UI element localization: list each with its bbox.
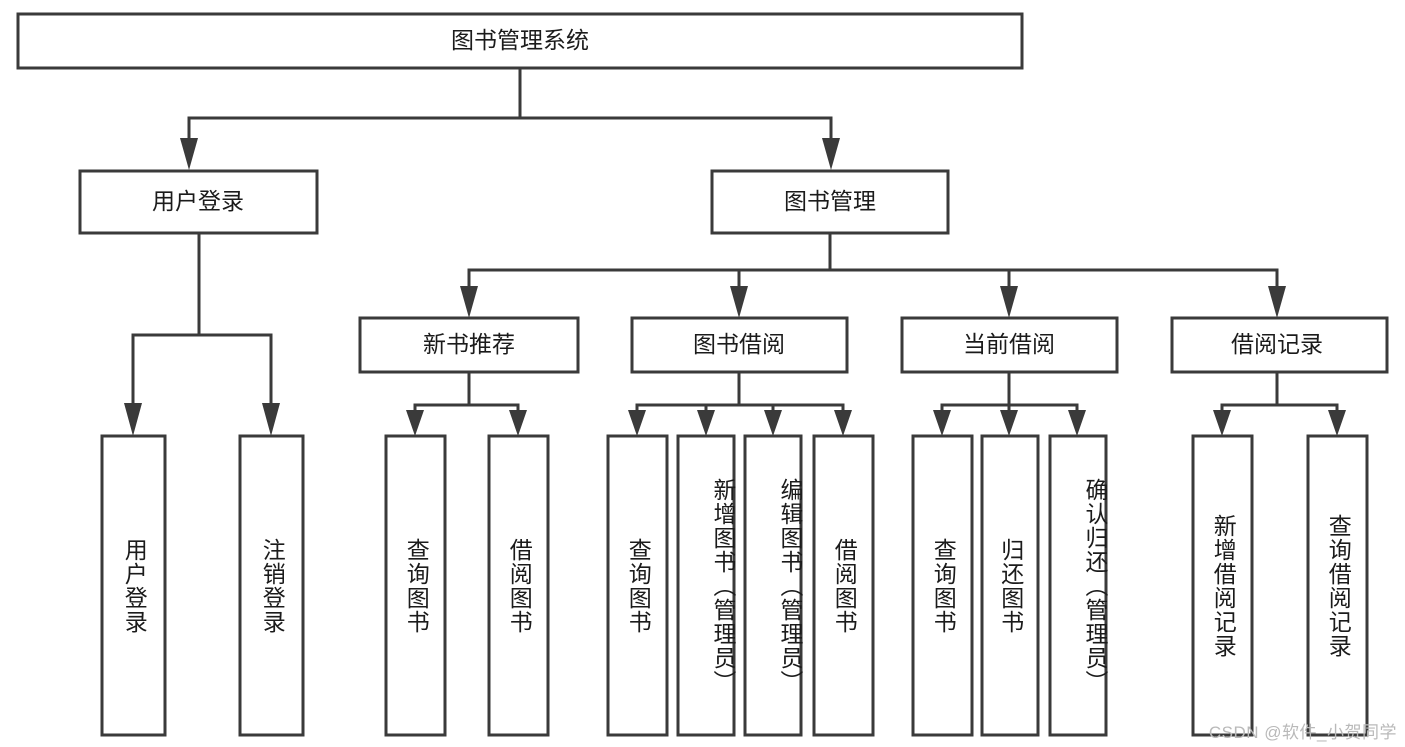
leaf-label-borrow-record-0: 新增借阅记录 [1210,513,1237,658]
leaf-box-user-login-1[interactable] [238,434,305,737]
leaf-box-borrow-record-1[interactable] [1306,434,1369,737]
leaf-box-current-borrow-2[interactable] [1048,434,1108,737]
leaf-box-new-book-1[interactable] [487,434,550,737]
connector-borrowrecord-to-leaves [1213,370,1346,436]
leaf-box-book-borrow-0[interactable] [606,434,669,737]
node-borrow-record-box[interactable] [1170,316,1389,374]
connector-currentborrow-to-leaves [933,370,1086,436]
connector-root-to-level2 [180,66,840,170]
arrow-head-icon [180,138,198,170]
arrow-head-icon [697,410,715,436]
leaf-label-book-borrow-0: 查询图书 [625,537,652,634]
arrow-head-icon [406,410,424,436]
node-book-borrow-label: 图书借阅 [693,331,785,357]
leaf-box-current-borrow-0[interactable] [911,434,974,737]
arrow-head-icon [1000,286,1018,318]
leaf-label-book-borrow-3: 借阅图书 [831,537,858,634]
node-current-borrow-label: 当前借阅 [963,331,1055,357]
leaf-label-new-book-1: 借阅图书 [506,537,533,634]
leaf-label-current-borrow-2: 确认归还（管理员） [1082,477,1108,694]
leaf-box-book-borrow-2[interactable] [743,434,803,737]
arrow-head-icon [124,403,142,436]
arrow-head-icon [262,403,280,436]
arrow-head-icon [1213,410,1231,436]
leaf-label-user-login-1: 注销登录 [259,537,286,634]
leaf-box-new-book-0[interactable] [384,434,447,737]
node-borrow-record-label: 借阅记录 [1231,331,1323,357]
connector-bookmgmt-to-level3 [460,231,1286,318]
leaf-label-current-borrow-1: 归还图书 [997,537,1024,634]
leaf-label-current-borrow-0: 查询图书 [930,537,957,634]
leaf-label-user-login-0: 用户登录 [121,537,148,634]
arrow-head-icon [628,410,646,436]
arrow-head-icon [822,138,840,170]
arrow-head-icon [509,410,527,436]
connector-newbook-to-leaves [406,370,527,436]
leaf-label-borrow-record-1: 查询借阅记录 [1325,513,1352,658]
leaf-label-book-borrow-2: 编辑图书（管理员） [777,477,803,694]
node-book-borrow-box[interactable] [630,316,849,374]
arrow-head-icon [933,410,951,436]
node-user-login-box[interactable] [78,169,319,235]
leaf-label-new-book-0: 查询图书 [403,537,430,634]
node-book-management-label: 图书管理 [784,188,876,214]
arrow-head-icon [1000,410,1018,436]
arrow-head-icon [1328,410,1346,436]
node-root-label: 图书管理系统 [451,27,589,53]
leaf-box-borrow-record-0[interactable] [1191,434,1254,737]
node-book-management-box[interactable] [710,169,950,235]
arrow-head-icon [764,410,782,436]
arrow-head-icon [1268,286,1286,318]
arrow-head-icon [1068,410,1086,436]
node-user-login-label: 用户登录 [152,188,244,214]
csdn-watermark: CSDN @软件_小贺同学 [1208,723,1397,742]
leaf-box-book-borrow-1[interactable] [676,434,736,737]
node-new-book-recommend-label: 新书推荐 [423,331,515,357]
leaf-box-user-login-0[interactable] [100,434,167,737]
arrow-head-icon [460,286,478,318]
node-new-book-recommend-box[interactable] [358,316,580,374]
leaf-box-book-borrow-3[interactable] [812,434,875,737]
node-current-borrow-box[interactable] [900,316,1119,374]
connector-bookborrow-to-leaves [628,370,852,436]
arrow-head-icon [730,286,748,318]
leaf-label-book-borrow-1: 新增图书（管理员） [710,477,736,694]
leaf-box-current-borrow-1[interactable] [980,434,1040,737]
connector-userlogin-to-leaves [124,231,280,436]
node-root-box[interactable] [16,12,1024,70]
arrow-head-icon [834,410,852,436]
